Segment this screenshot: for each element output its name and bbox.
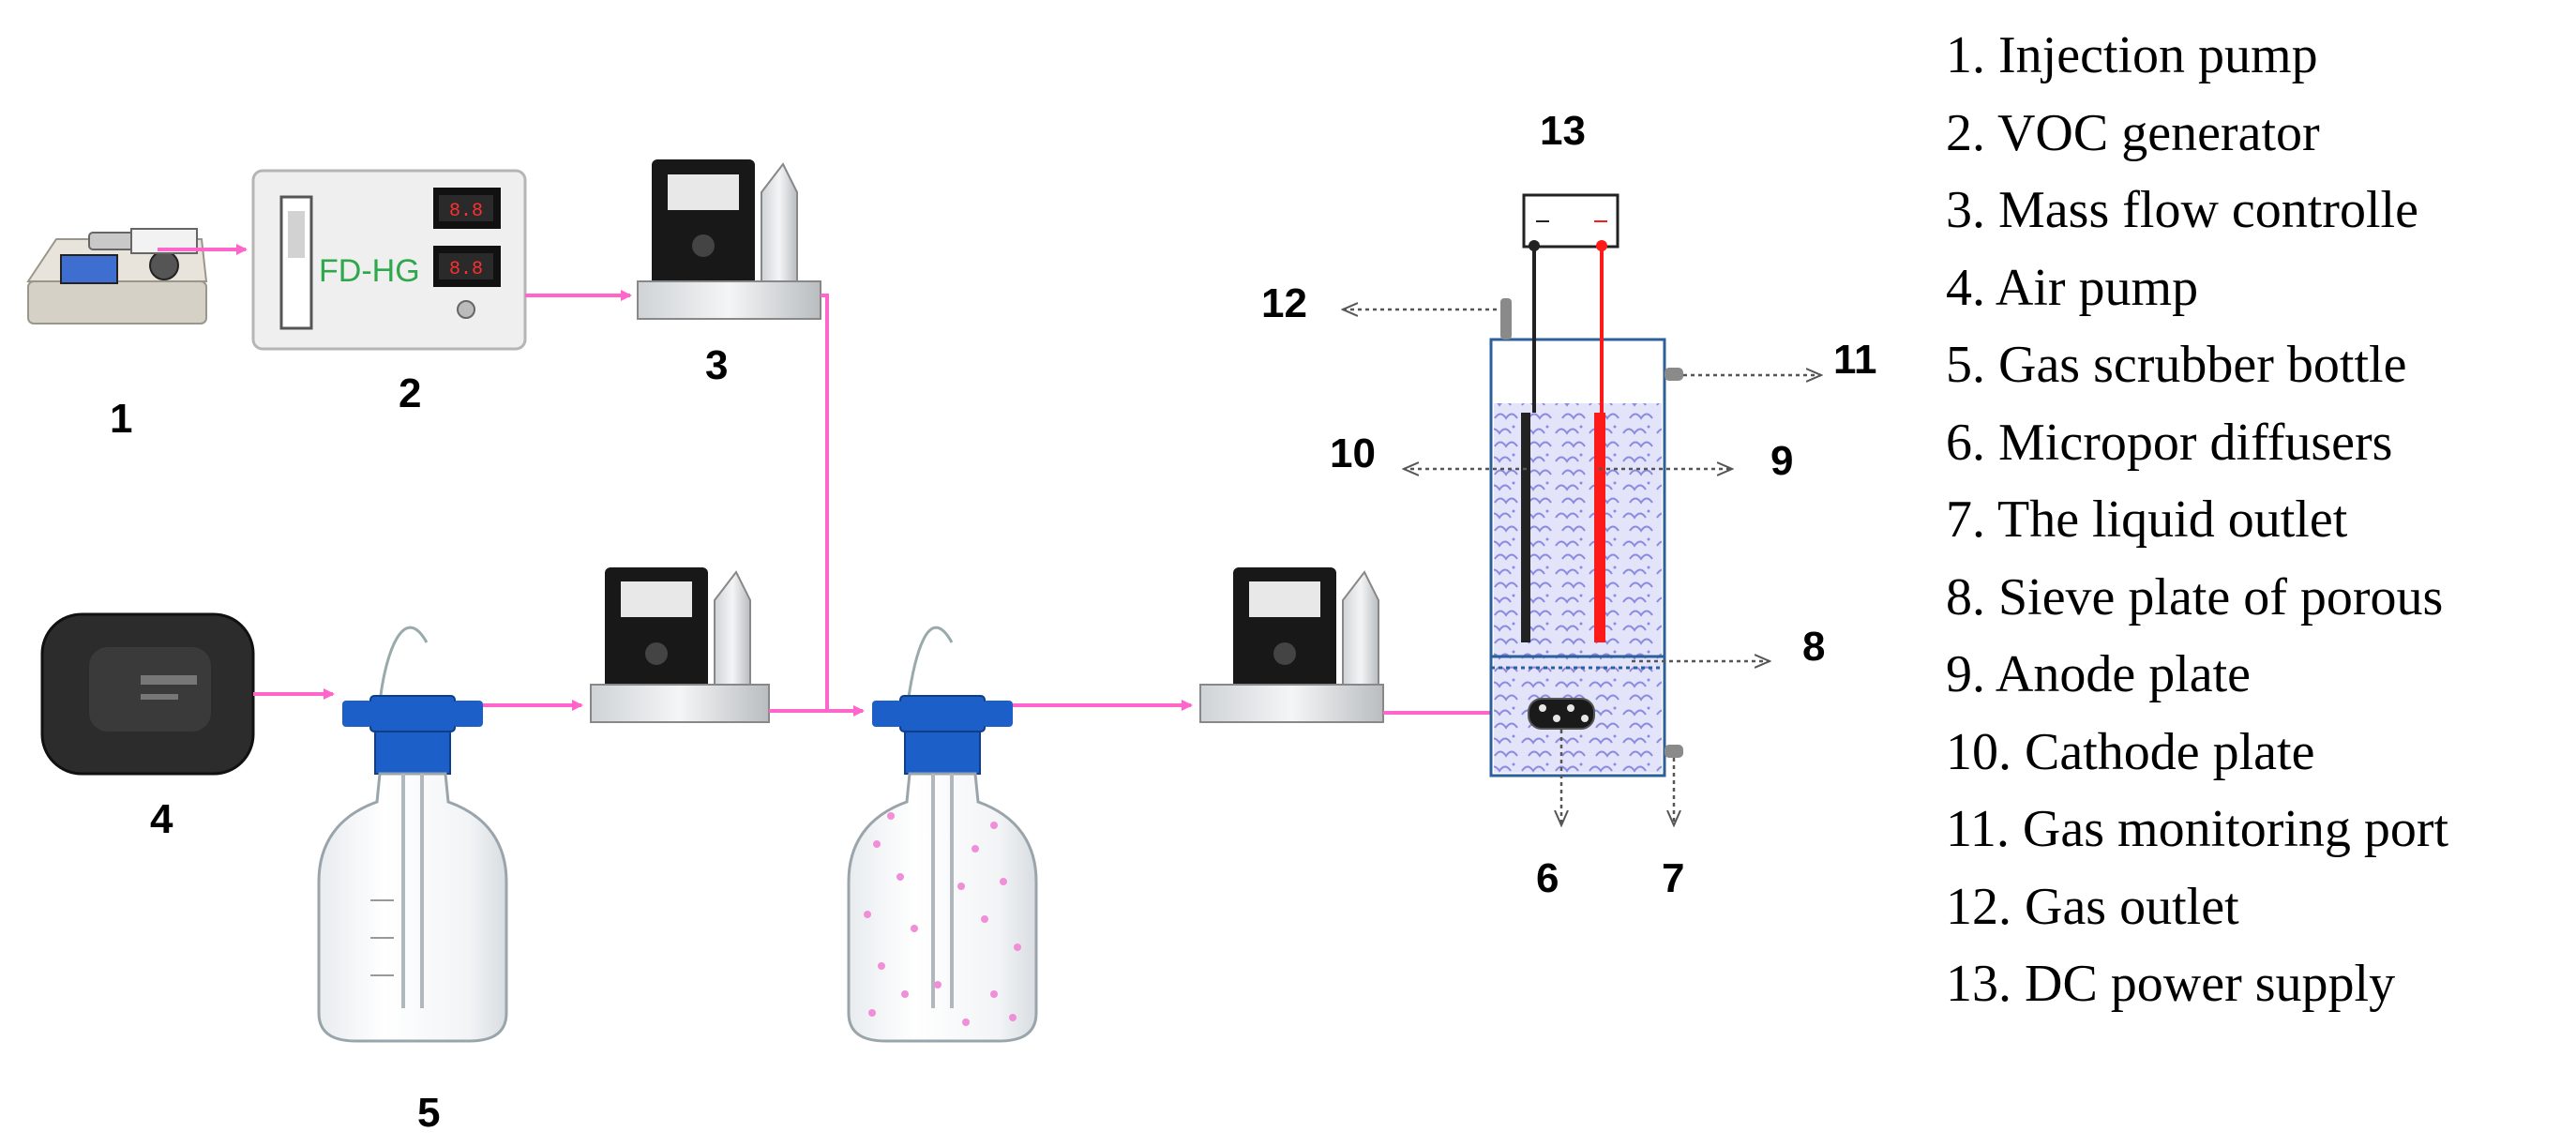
callout-10: 10 bbox=[1330, 430, 1376, 476]
callout-2: 2 bbox=[399, 370, 422, 416]
callout-9: 9 bbox=[1770, 438, 1794, 484]
electrochemical-reactor bbox=[1489, 298, 1683, 777]
legend-item: 3. Mass flow controlle bbox=[1946, 181, 2418, 239]
generator-panel-label: FD-HG bbox=[319, 253, 420, 289]
legend-item: 7. The liquid outlet bbox=[1946, 490, 2348, 549]
callout-4: 4 bbox=[150, 796, 173, 842]
callout-8: 8 bbox=[1802, 624, 1826, 670]
legend-item: 5. Gas scrubber bottle bbox=[1946, 336, 2407, 394]
svg-text:8.8: 8.8 bbox=[449, 201, 483, 222]
callout-3: 3 bbox=[705, 342, 729, 388]
legend-item: 9. Anode plate bbox=[1946, 645, 2252, 703]
legend-item: 11. Gas monitoring port bbox=[1946, 800, 2449, 858]
legend-item: 13. DC power supply bbox=[1946, 955, 2396, 1013]
legend-item: 12. Gas outlet bbox=[1946, 877, 2239, 936]
callout-6: 6 bbox=[1536, 855, 1559, 901]
legend-item: 1. Injection pump bbox=[1946, 26, 2318, 84]
callout-5: 5 bbox=[417, 1090, 441, 1136]
callout-7: 7 bbox=[1662, 855, 1685, 901]
legend-item: 8. Sieve plate of porous bbox=[1946, 567, 2444, 626]
mass-flow-controller-top bbox=[637, 159, 821, 320]
callout-13: 13 bbox=[1540, 108, 1586, 154]
dc-power-supply bbox=[1522, 193, 1619, 413]
mass-flow-controller-middle bbox=[590, 567, 770, 723]
gas-scrubber-bottle bbox=[317, 626, 508, 1043]
legend-item: 10. Cathode plate bbox=[1946, 722, 2315, 781]
voc-generator: 8.8 8.8 FD-HG bbox=[251, 169, 527, 351]
mass-flow-controller-right bbox=[1199, 567, 1384, 723]
injection-pump bbox=[26, 228, 208, 324]
callout-12: 12 bbox=[1261, 280, 1307, 326]
callout-1: 1 bbox=[110, 396, 133, 442]
callout-11: 11 bbox=[1833, 337, 1877, 383]
callout-arrows bbox=[1343, 309, 1821, 825]
gas-lines bbox=[158, 244, 1538, 717]
legend-item: 6. Micropor diffusers bbox=[1946, 413, 2393, 472]
legend-item: 4. Air pump bbox=[1946, 258, 2199, 317]
legend-list: 1. Injection pump 2. VOC generator 3. Ma… bbox=[1946, 17, 2448, 1023]
air-pump bbox=[40, 612, 255, 776]
voc-mixing-bottle bbox=[847, 626, 1038, 1043]
svg-text:8.8: 8.8 bbox=[449, 259, 483, 280]
legend-item: 2. VOC generator bbox=[1946, 103, 2320, 162]
